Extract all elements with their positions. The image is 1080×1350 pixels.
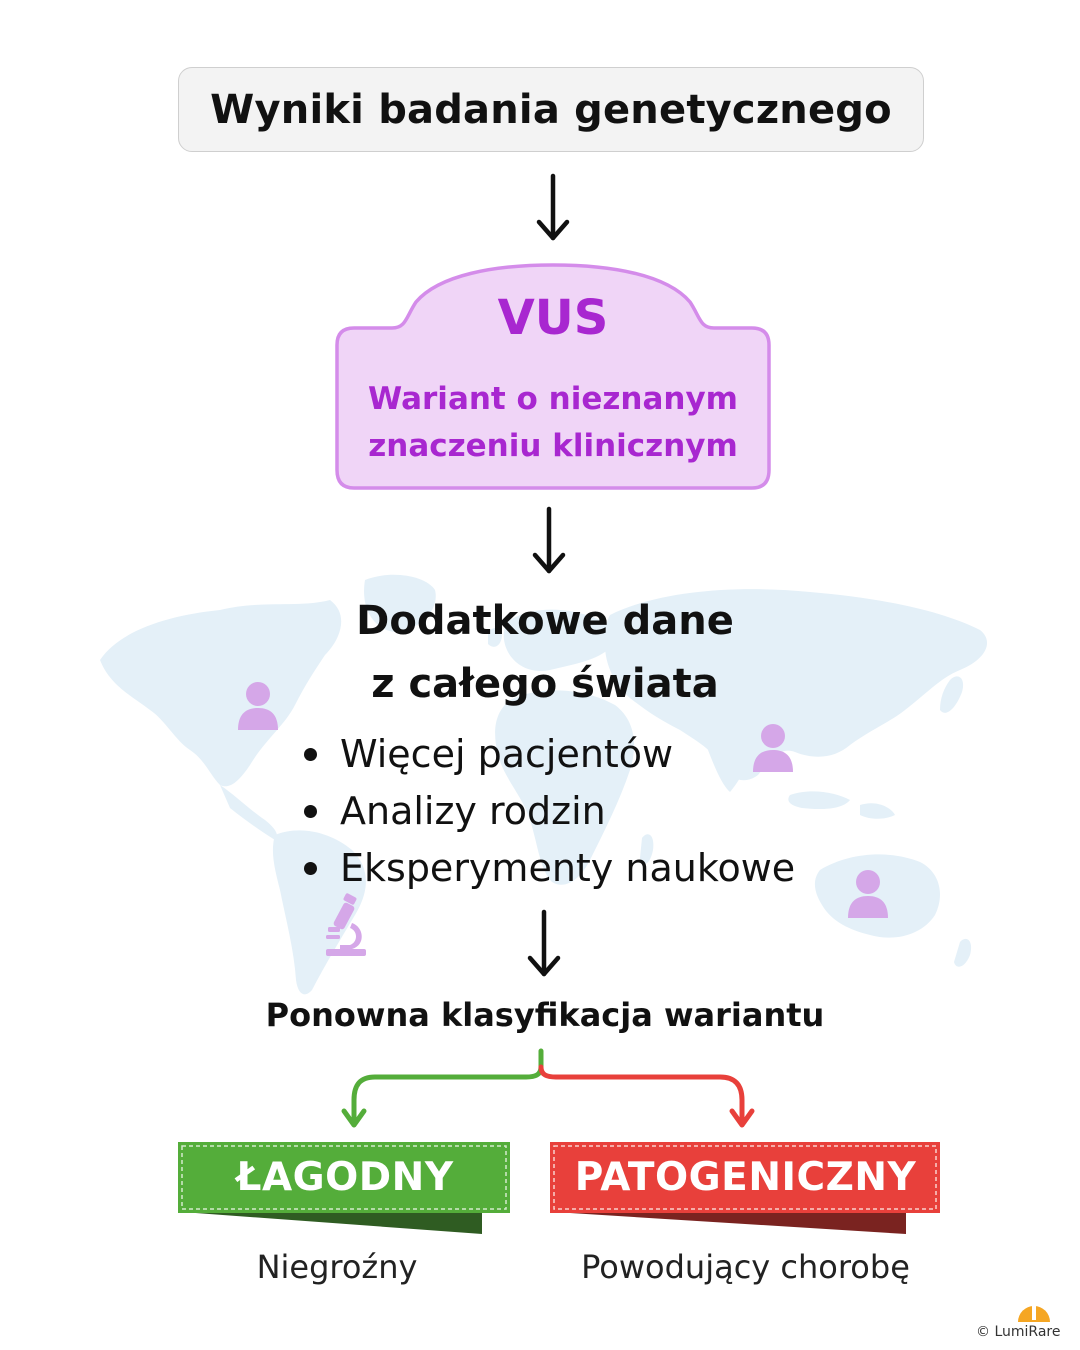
person-icon bbox=[848, 870, 888, 918]
arrow-down-red-icon bbox=[729, 1108, 755, 1128]
list-item: Więcej pacjentów bbox=[300, 726, 795, 783]
vus-subtitle-line-1: Wariant o nieznanym bbox=[368, 381, 738, 417]
microscope-icon bbox=[326, 893, 366, 956]
list-item-text: Więcej pacjentów bbox=[340, 732, 674, 776]
pathogenic-banner-shape bbox=[550, 1142, 940, 1234]
vus-box bbox=[335, 263, 771, 490]
reclassification-title: Ponowna klasyfikacja wariantu bbox=[265, 996, 825, 1034]
bullet-icon bbox=[304, 748, 317, 761]
genetic-test-results-box: Wyniki badania genetycznego bbox=[178, 67, 924, 152]
person-icon bbox=[238, 682, 278, 730]
arrow-down-icon bbox=[532, 506, 566, 574]
bullet-icon bbox=[304, 862, 317, 875]
arrow-down-green-icon bbox=[341, 1108, 367, 1128]
list-item-text: Eksperymenty naukowe bbox=[340, 846, 796, 890]
lumirare-logo-icon bbox=[1018, 1296, 1050, 1322]
list-item-text: Analizy rodzin bbox=[340, 789, 606, 833]
benign-banner-shape bbox=[178, 1142, 510, 1234]
branch-arrows bbox=[341, 1048, 755, 1128]
list-item: Eksperymenty naukowe bbox=[300, 840, 795, 897]
pathogenic-label: PATOGENICZNY bbox=[548, 1140, 943, 1236]
world-map-background bbox=[100, 574, 988, 995]
pathogenic-label-text: PATOGENICZNY bbox=[574, 1155, 917, 1200]
list-item: Analizy rodzin bbox=[300, 783, 795, 840]
arrow-down-icon bbox=[536, 173, 570, 241]
person-icon bbox=[753, 724, 793, 772]
vus-subtitle-line-2: znaczeniu klinicznym bbox=[368, 428, 738, 464]
pathogenic-caption: Powodujący chorobę bbox=[581, 1248, 910, 1286]
additional-data-title-line-2: z całego świata bbox=[371, 661, 719, 707]
copyright-text: © LumiRare bbox=[976, 1324, 1061, 1340]
vus-subtitle: Wariant o nieznanym znaczeniu klinicznym bbox=[340, 376, 766, 470]
benign-caption: Niegroźny bbox=[256, 1248, 418, 1286]
arrow-down-icon bbox=[527, 909, 561, 977]
additional-data-list: Więcej pacjentów Analizy rodzin Eksperym… bbox=[300, 726, 795, 897]
bullet-icon bbox=[304, 805, 317, 818]
additional-data-title: Dodatkowe dane z całego świata bbox=[290, 590, 800, 716]
benign-label-text: ŁAGODNY bbox=[236, 1155, 454, 1200]
genetic-test-results-title: Wyniki badania genetycznego bbox=[210, 86, 892, 133]
benign-label: ŁAGODNY bbox=[176, 1140, 514, 1236]
vus-title: VUS bbox=[497, 290, 609, 346]
additional-data-title-line-1: Dodatkowe dane bbox=[356, 598, 734, 644]
